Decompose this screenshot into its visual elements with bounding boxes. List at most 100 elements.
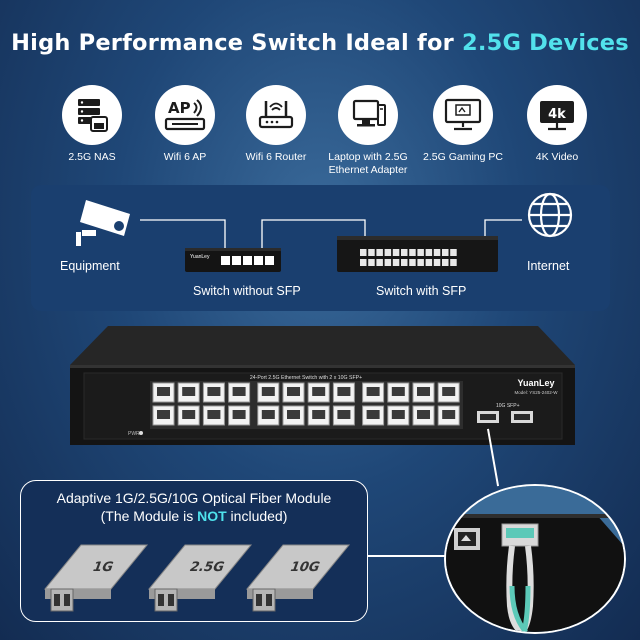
ap-badge: AP: [168, 99, 191, 117]
4k-video-icon: 4k: [527, 85, 587, 145]
mini-port: [401, 249, 408, 256]
device-router: Wifi 6 Router: [221, 85, 331, 164]
mini-port: [409, 259, 416, 266]
rj45-port-socket: [442, 387, 456, 396]
module-label: 2.5G: [187, 560, 226, 575]
sfp-module-2-5g: 2.5G: [147, 544, 253, 612]
switch-brand: YuanLey: [517, 378, 554, 388]
rj45-port-socket: [442, 410, 456, 419]
main-switch-image: PWR 24-Port 2.5G Ethernet Switch with 2 …: [70, 326, 575, 445]
device-ap: AP Wifi 6 AP: [130, 85, 240, 164]
pwr-label: PWR: [128, 431, 140, 437]
rj45-port-socket: [417, 410, 430, 419]
device-label: 4K Video: [535, 151, 579, 163]
device-label: 2.5G NAS: [68, 151, 116, 163]
equipment-label: Equipment: [60, 259, 120, 273]
mini-port: [417, 259, 424, 266]
internet-label: Internet: [527, 259, 570, 273]
title-main: High Performance Switch Ideal for: [11, 30, 462, 56]
switch-with-sfp-label: Switch with SFP: [376, 284, 467, 298]
switch-model: Model: YS25-2402-W: [515, 390, 559, 395]
rj45-port-socket: [417, 387, 430, 396]
mini-port: [450, 249, 457, 256]
device-4k: 4k 4K Video: [502, 85, 612, 164]
title-accent: 2.5G Devices: [461, 30, 629, 56]
rj45-port-socket: [366, 387, 380, 396]
rj45-port-socket: [337, 387, 351, 396]
rj45-port-socket: [182, 410, 196, 419]
mini-port: [376, 259, 383, 266]
fiber-module-panel: Adaptive 1G/2.5G/10G Optical Fiber Modul…: [20, 480, 368, 622]
security-camera-icon: [76, 200, 130, 246]
rj45-port-socket: [182, 387, 196, 396]
device-laptop: Laptop with 2.5G Ethernet Adapter: [313, 85, 423, 177]
device-label: Wifi 6 Router: [245, 151, 307, 163]
gaming-pc-icon: [433, 85, 493, 145]
mini-port: [425, 249, 433, 256]
mini-port: [425, 259, 433, 266]
sfp-label: 10G SFP+: [496, 403, 520, 409]
mini-port: [417, 249, 424, 256]
rj45-port-socket: [261, 387, 275, 396]
device-label: Laptop with 2.5G Ethernet Adapter: [328, 151, 408, 176]
rj45-port-socket: [287, 410, 300, 419]
device-label: 2.5G Gaming PC: [423, 151, 503, 163]
rj45-port-socket: [366, 410, 380, 419]
switch-caption: 24-Port 2.5G Ethernet Switch with 2 x 10…: [250, 375, 362, 381]
mini-port: [433, 259, 441, 266]
rj45-port-socket: [232, 410, 246, 419]
rj45-port-socket: [157, 410, 170, 419]
mini-port: [392, 249, 400, 256]
device-nas: 2.5G NAS: [37, 85, 147, 164]
rj45-port-socket: [232, 387, 246, 396]
fiber-note-pre: (The Module is: [100, 508, 198, 524]
ap-icon: AP: [155, 85, 215, 145]
mini-port: [401, 259, 408, 266]
rj45-port-socket: [391, 387, 405, 396]
rj45-port-socket: [337, 410, 351, 419]
sfp-module-1g: 1G: [43, 544, 149, 612]
mini-port: [360, 249, 367, 256]
mini-port: [442, 249, 449, 256]
laptop-icon: [338, 85, 398, 145]
fiber-note-not: NOT: [197, 508, 227, 524]
sfp-switch-ports: [360, 249, 457, 266]
module-label: 10G: [288, 560, 322, 575]
mini-port: [442, 259, 449, 266]
mini-port: [409, 249, 416, 256]
rj45-port-socket: [312, 410, 326, 419]
rj45-port-socket: [207, 387, 221, 396]
sfp-port-zoom: [444, 484, 626, 634]
sfp-modules: 1G 2.5G 10G: [43, 544, 351, 612]
rj45-port-socket: [261, 410, 275, 419]
page-title: High Performance Switch Ideal for 2.5G D…: [0, 30, 640, 56]
small-switch-brand: YuanLey: [190, 254, 210, 260]
mini-port: [392, 259, 400, 266]
device-gaming-pc: 2.5G Gaming PC: [408, 85, 518, 164]
switch-without-sfp-label: Switch without SFP: [193, 284, 301, 298]
mini-port: [376, 249, 383, 256]
fiber-title: Adaptive 1G/2.5G/10G Optical Fiber Modul…: [56, 490, 332, 506]
nas-icon: [62, 85, 122, 145]
internet-globe-icon: [527, 192, 573, 238]
mini-port: [368, 259, 375, 266]
rj45-port-socket: [287, 387, 300, 396]
mini-port: [368, 249, 375, 256]
mini-port: [384, 259, 392, 266]
network-diagram-panel: [31, 185, 610, 311]
rj45-ports: [152, 382, 460, 426]
device-label: Wifi 6 AP: [163, 151, 207, 163]
mini-port: [360, 259, 367, 266]
mini-port: [433, 249, 441, 256]
sfp-module-10g: 10G: [245, 544, 351, 612]
router-icon: [246, 85, 306, 145]
fiber-note-post: included): [226, 508, 288, 524]
rj45-port-socket: [207, 410, 221, 419]
module-label: 1G: [90, 560, 115, 575]
zoom-connector-line: [366, 555, 448, 557]
mini-port: [384, 249, 392, 256]
rj45-port-socket: [391, 410, 405, 419]
small-switch-image: [185, 248, 281, 272]
rj45-port-socket: [157, 387, 170, 396]
